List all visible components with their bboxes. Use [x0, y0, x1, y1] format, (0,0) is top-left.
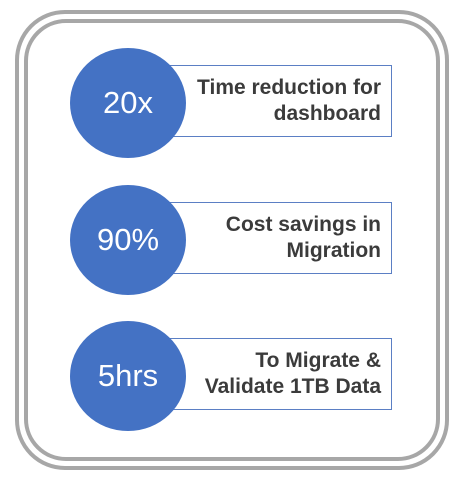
stat-label-line: To Migrate & [255, 349, 381, 372]
stat-label: Time reduction for dashboard [181, 66, 381, 136]
stat-value-circle: 20x [70, 48, 186, 158]
stat-value: 90% [96, 222, 160, 257]
stat-cost-savings: Cost savings in Migration 90% [0, 185, 464, 295]
stat-value-circle: 5hrs [70, 321, 186, 431]
stat-label: Cost savings in Migration [181, 203, 381, 273]
stat-time-reduction: Time reduction for dashboard 20x [0, 48, 464, 158]
stat-value-circle: 90% [70, 185, 186, 295]
stat-label: To Migrate & Validate 1TB Data [181, 339, 381, 409]
stat-label-line: Cost savings in [225, 213, 381, 236]
stat-value: 5hrs [97, 358, 159, 393]
stat-migration-time: To Migrate & Validate 1TB Data 5hrs [0, 321, 464, 431]
stat-label-line: Validate 1TB Data [204, 375, 381, 398]
stat-label-line: dashboard [273, 102, 381, 125]
stat-value: 20x [103, 85, 153, 120]
stat-label-line: Time reduction for [197, 76, 381, 99]
stat-label-line: Migration [286, 239, 382, 262]
